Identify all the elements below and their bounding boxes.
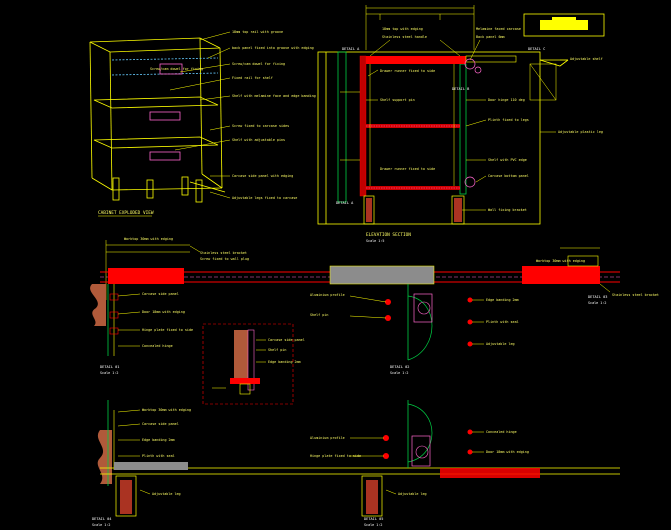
iso-title: CABINET EXPLODED VIEW xyxy=(98,210,154,216)
detail-5-title: DETAIL 05 xyxy=(364,517,383,521)
cabinet-isometric-view xyxy=(89,37,226,203)
det2-note-4: Plinth with seal xyxy=(142,454,175,458)
box-note-3: Edge banding 2mm xyxy=(268,360,301,364)
horizontal-section-1: Worktop 30mm with edging Stainless steel… xyxy=(90,237,659,375)
iso-note-9: Adjustable legs fixed to carcase xyxy=(232,196,297,200)
iso-note-6: Screw fixed to carcase sides xyxy=(232,124,289,128)
det2-note-7: Concealed hinge xyxy=(486,430,517,434)
det1-note-11: Plinth with seal xyxy=(486,320,519,324)
detail-5-scale: Scale 1:2 xyxy=(364,523,382,527)
det1-note-3: Screw fixed to wall plug xyxy=(200,257,249,261)
box-note-2: Shelf pin xyxy=(268,348,286,352)
elevation-scale: Scale 1:5 xyxy=(366,239,384,243)
det2-note-2: Carcase side panel xyxy=(142,422,179,426)
elevation-section: 18mm top with edging Stainless steel han… xyxy=(317,5,603,243)
elev-tag-a2: DETAIL A xyxy=(336,201,354,205)
elev-note-9: Plinth fixed to legs xyxy=(488,118,529,122)
det1-note-14: Worktop 30mm with edging xyxy=(536,259,585,263)
detail-1-title: DETAIL 01 xyxy=(100,365,119,369)
elev-note-2: Stainless steel handle xyxy=(382,35,427,39)
elev-note-1: 18mm top with edging xyxy=(382,27,423,31)
iso-note-4: Fixed rail for shelf xyxy=(232,76,273,80)
elevation-notes: 18mm top with edging Stainless steel han… xyxy=(380,27,603,212)
det2-note-9: Adjustable leg xyxy=(152,492,181,496)
cabinet-leader-lines xyxy=(169,31,231,199)
detail-notes-1: Worktop 30mm with edging Stainless steel… xyxy=(124,237,659,348)
iso-note-3: Screw/cam dowel for fixing xyxy=(232,62,285,66)
det2-note-1: Worktop 30mm with edging xyxy=(142,408,191,412)
elev-note-3: Melamine faced carcase xyxy=(476,27,521,31)
elev-note-13: Wall fixing bracket xyxy=(488,208,527,212)
det1-note-5: Door 18mm with edging xyxy=(142,310,185,314)
det1-note-4: Carcase side panel xyxy=(142,292,179,296)
iso-note-5: Shelf with melamine face and edge bandin… xyxy=(232,94,316,98)
iso-note-7: Shelf with adjustable pins xyxy=(232,138,285,142)
cabinet-notes: 18mm top rail with groove back panel fix… xyxy=(98,30,316,217)
detail-4-scale: Scale 1:2 xyxy=(92,523,110,527)
enlarged-detail-box: Carcase side panel Shelf pin Edge bandin… xyxy=(202,323,305,405)
det1-note-13: Stainless steel bracket xyxy=(612,293,659,297)
det1-note-9: Shelf pin xyxy=(310,313,328,317)
det2-note-5: Aluminium profile xyxy=(310,436,345,440)
iso-inner-note: Screw/cam dowel for fixing xyxy=(150,67,203,71)
detail-2-title: DETAIL 02 xyxy=(390,365,409,369)
det1-note-8: Aluminium profile xyxy=(310,293,345,297)
elev-note-6: Drawer runner fixed to side xyxy=(380,69,435,73)
det1-note-1: Worktop 30mm with edging xyxy=(124,237,173,241)
elev-note-10: Adjustable plastic leg xyxy=(558,130,603,134)
elev-note-inner: Drawer runner fixed to side xyxy=(380,167,435,171)
det2-note-3: Edge banding 2mm xyxy=(142,438,175,442)
elev-note-11: Shelf with PVC edge xyxy=(488,158,527,162)
horizontal-section-2: Worktop 30mm with edging Carcase side pa… xyxy=(92,400,620,527)
detail-3-title: DETAIL 03 xyxy=(588,295,607,299)
elev-note-8: Door hinge 110 deg xyxy=(488,98,525,102)
detail-1-scale: Scale 1:2 xyxy=(100,371,118,375)
elev-tag-b: DETAIL B xyxy=(452,87,469,91)
elev-tag-c: DETAIL C xyxy=(528,47,545,51)
det2-note-10: Adjustable leg xyxy=(398,492,427,496)
elevation-title: ELEVATION SECTION xyxy=(366,232,411,238)
title-block xyxy=(523,13,605,37)
detail-notes-2: Worktop 30mm with edging Carcase side pa… xyxy=(142,408,529,496)
elev-note-7: Shelf support pin xyxy=(380,98,415,102)
det1-note-7: Concealed hinge xyxy=(142,344,173,348)
detail-4-title: DETAIL 04 xyxy=(92,517,111,521)
elev-tag-a: DETAIL A xyxy=(342,47,360,51)
iso-note-8: Carcase side panel with edging xyxy=(232,174,293,178)
elev-note-12: Carcase bottom panel xyxy=(488,174,529,178)
det1-note-10: Edge banding 2mm xyxy=(486,298,519,302)
detail-2-scale: Scale 1:2 xyxy=(390,371,408,375)
det2-note-6: Hinge plate fixed to side xyxy=(310,454,361,458)
det2-note-8: Door 18mm with edging xyxy=(486,450,529,454)
elev-note-5: Adjustable shelf xyxy=(570,57,603,61)
det1-note-2: Stainless steel bracket xyxy=(200,251,247,255)
det1-note-6: Hinge plate fixed to side xyxy=(142,328,193,332)
elev-note-4: Back panel 6mm xyxy=(476,35,505,39)
det1-note-12: Adjustable leg xyxy=(486,342,515,346)
iso-note-1: 18mm top rail with groove xyxy=(232,30,283,34)
iso-note-2: back panel fixed into groove with edging xyxy=(232,46,314,50)
box-note-1: Carcase side panel xyxy=(268,338,305,342)
detail-3-scale: Scale 1:2 xyxy=(588,301,606,305)
